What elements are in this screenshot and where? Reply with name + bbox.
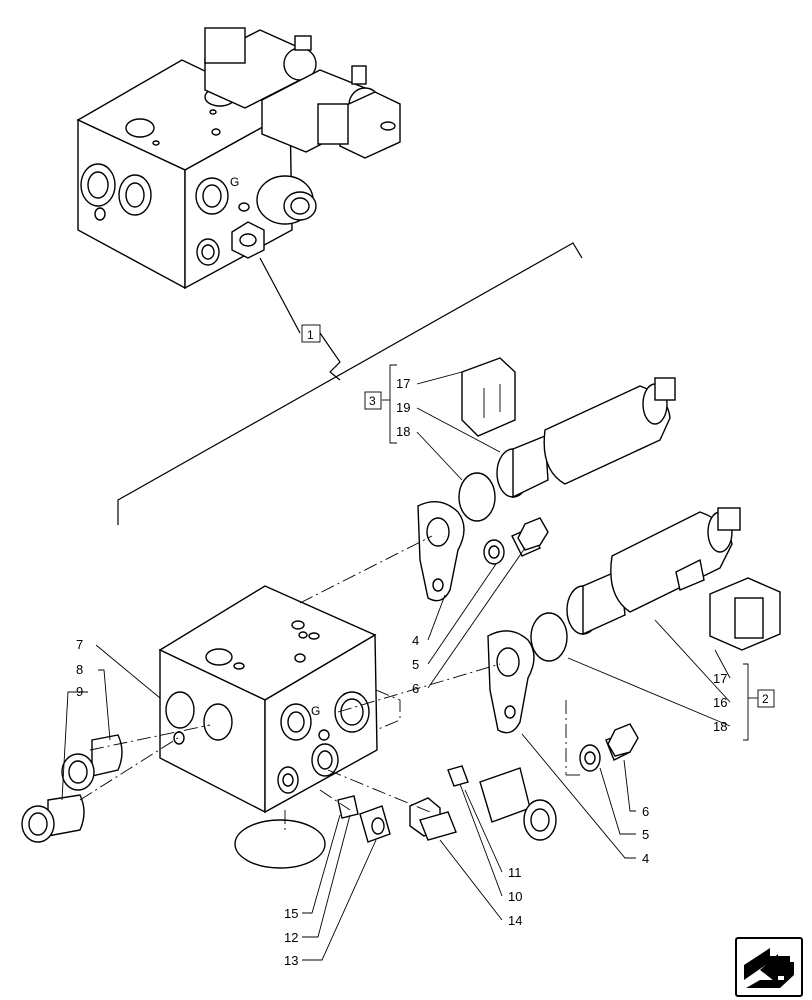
label-9: 9 <box>76 684 83 699</box>
callout-box-1 <box>301 324 321 343</box>
next-page-arrow-icon[interactable] <box>735 937 803 997</box>
label-10: 10 <box>508 889 522 904</box>
label-4-lower: 4 <box>642 851 649 866</box>
svg-text:G: G <box>311 704 320 718</box>
plug-9 <box>21 794 85 843</box>
label-15: 15 <box>284 906 298 921</box>
o-ring-large <box>234 819 326 869</box>
label-6-lower: 6 <box>642 804 649 819</box>
o-ring-18-lower <box>530 612 568 662</box>
valve-block-exploded: G <box>158 585 378 814</box>
fitting-11 <box>479 767 557 841</box>
svg-text:G: G <box>230 175 239 189</box>
valve-block-assembly-overview: G <box>76 27 401 290</box>
label-4-upper: 4 <box>412 633 419 648</box>
label-8: 8 <box>76 662 83 677</box>
label-6-upper: 6 <box>412 681 419 696</box>
label-13: 13 <box>284 953 298 968</box>
callout-1: 1 <box>307 328 314 342</box>
plug-10 <box>447 765 469 787</box>
label-11: 11 <box>508 865 522 880</box>
solenoid-valve-19 <box>496 377 676 499</box>
label-18-upper: 18 <box>396 424 410 439</box>
o-ring-18-upper <box>458 472 496 522</box>
plug-15 <box>337 795 359 819</box>
label-5-upper: 5 <box>412 657 419 672</box>
callout-2: 2 <box>762 692 769 706</box>
label-18-lower: 18 <box>713 719 727 734</box>
solenoid-valve-16 <box>566 507 741 636</box>
label-5-lower: 5 <box>642 827 649 842</box>
label-7: 7 <box>76 637 83 652</box>
plug-13 <box>359 805 391 843</box>
callout-box-2 <box>757 689 775 708</box>
plug-14 <box>409 797 457 841</box>
screw-upper <box>511 517 549 557</box>
connector-17-lower <box>709 577 781 651</box>
mounting-plate-upper <box>417 500 465 602</box>
label-16: 16 <box>713 695 727 710</box>
label-12: 12 <box>284 930 298 945</box>
label-17-upper: 17 <box>396 376 410 391</box>
mounting-plate-lower <box>487 630 535 734</box>
label-17-lower: 17 <box>713 671 727 686</box>
plug-8 <box>61 734 123 791</box>
callout-box-3 <box>364 391 382 410</box>
connector-17-upper <box>461 357 516 437</box>
callout-3: 3 <box>369 394 376 408</box>
label-19: 19 <box>396 400 410 415</box>
label-14: 14 <box>508 913 522 928</box>
screw-lower <box>605 723 639 761</box>
